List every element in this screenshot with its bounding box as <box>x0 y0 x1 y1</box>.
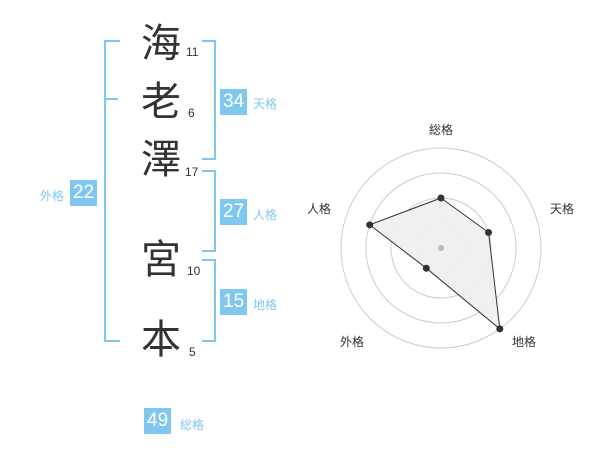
radar-label-gaikaku: 外格 <box>340 334 364 349</box>
name-char-1: 海 <box>141 21 181 67</box>
radar-points <box>366 194 504 333</box>
name-char-4: 宮 <box>141 237 181 283</box>
soukaku-value-badge: 49 <box>144 408 172 434</box>
radar-grid-ring <box>365 172 517 324</box>
jinkaku-value-badge: 27 <box>220 199 248 225</box>
radar-point <box>366 221 374 229</box>
chikaku-value-badge: 15 <box>220 289 248 315</box>
radar-point <box>485 229 493 237</box>
jinkaku-label: 人格 <box>253 208 278 222</box>
name-char-5: 本 <box>141 317 181 363</box>
radar-center-dot <box>438 245 444 251</box>
outer-bracket <box>104 40 120 342</box>
radar-score-area <box>368 197 501 331</box>
tenkaku-bracket <box>202 40 216 160</box>
stroke-count-3: 17 <box>185 165 199 179</box>
radar-grid <box>340 147 542 349</box>
jinkaku-bracket <box>202 170 216 252</box>
outer-bracket-tick-1 <box>104 98 118 100</box>
soukaku-label: 総格 <box>180 418 205 432</box>
name-char-3: 澤 <box>141 137 181 183</box>
radar-label-jinkaku: 人格 <box>307 201 331 216</box>
radar-point <box>496 325 504 333</box>
radar-grid-ring <box>340 147 542 349</box>
gaikaku-value-badge: 22 <box>70 180 98 206</box>
chikaku-label: 地格 <box>253 298 278 312</box>
radar-point <box>422 264 430 272</box>
radar-point <box>437 194 445 202</box>
stroke-count-4: 10 <box>187 264 201 278</box>
tenkaku-label: 天格 <box>253 97 278 111</box>
chikaku-bracket <box>202 259 216 342</box>
stroke-count-1: 11 <box>186 45 199 59</box>
radar-label-soukaku: 総格 <box>429 122 453 137</box>
radar-label-tenkaku: 天格 <box>550 201 574 216</box>
tenkaku-value-badge: 34 <box>220 89 248 115</box>
gaikaku-label: 外格 <box>40 189 65 203</box>
stroke-count-5: 5 <box>189 345 196 359</box>
name-char-2: 老 <box>141 79 181 125</box>
radar-label-chikaku: 地格 <box>512 334 536 349</box>
stroke-count-2: 6 <box>188 106 195 120</box>
